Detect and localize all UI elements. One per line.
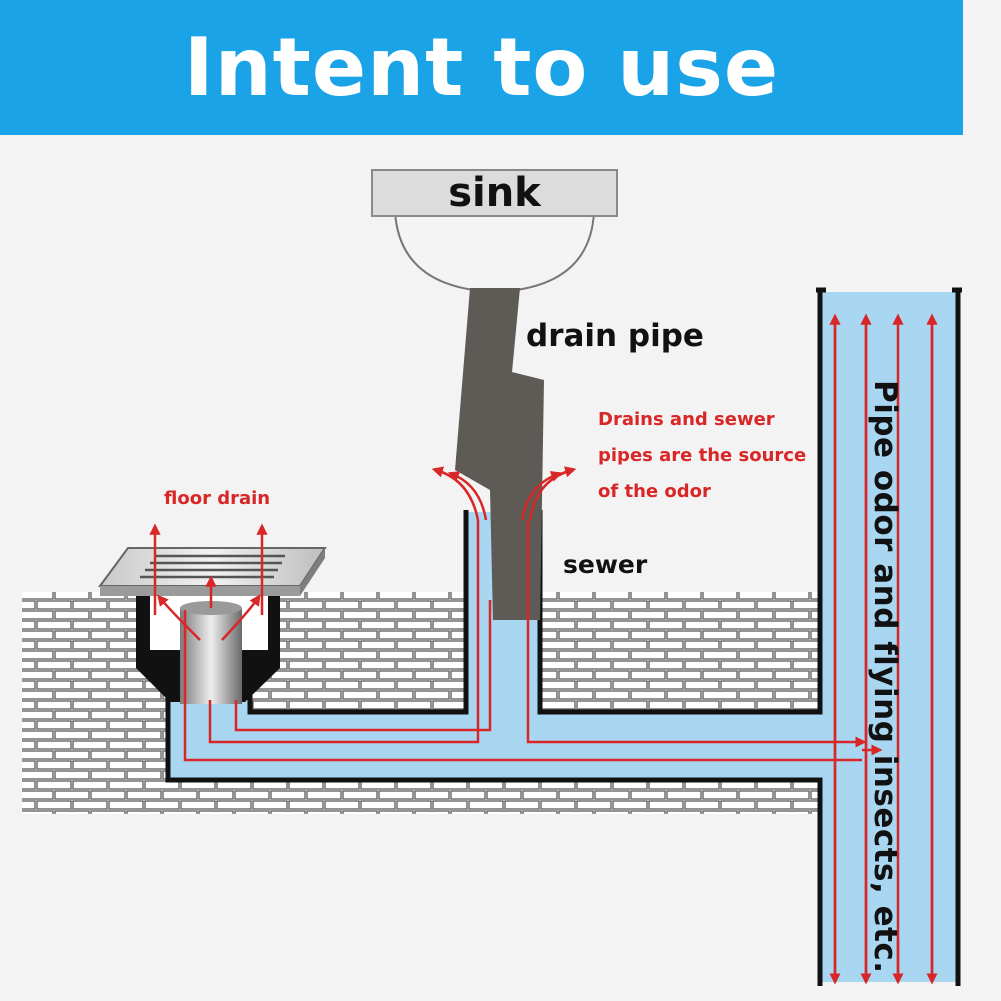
- floor-drain-label: floor drain: [164, 488, 271, 509]
- floor-drain: [98, 547, 327, 704]
- sink-label: sink: [448, 170, 541, 216]
- title-banner: [0, 0, 963, 135]
- sewer-label: sewer: [563, 550, 648, 579]
- odor-source-label: Drains and sewer pipes are the source of…: [598, 409, 807, 502]
- sink: [371, 169, 618, 294]
- main-vertical-pipe: [820, 292, 958, 982]
- odor-arrows: [149, 313, 938, 985]
- drain-pipe: [455, 288, 544, 620]
- page-title: Intent to use: [183, 21, 780, 114]
- drain-pipe-label: drain pipe: [526, 318, 704, 354]
- pipe-odor-label: Pipe odor and flying insects, etc.: [867, 380, 903, 974]
